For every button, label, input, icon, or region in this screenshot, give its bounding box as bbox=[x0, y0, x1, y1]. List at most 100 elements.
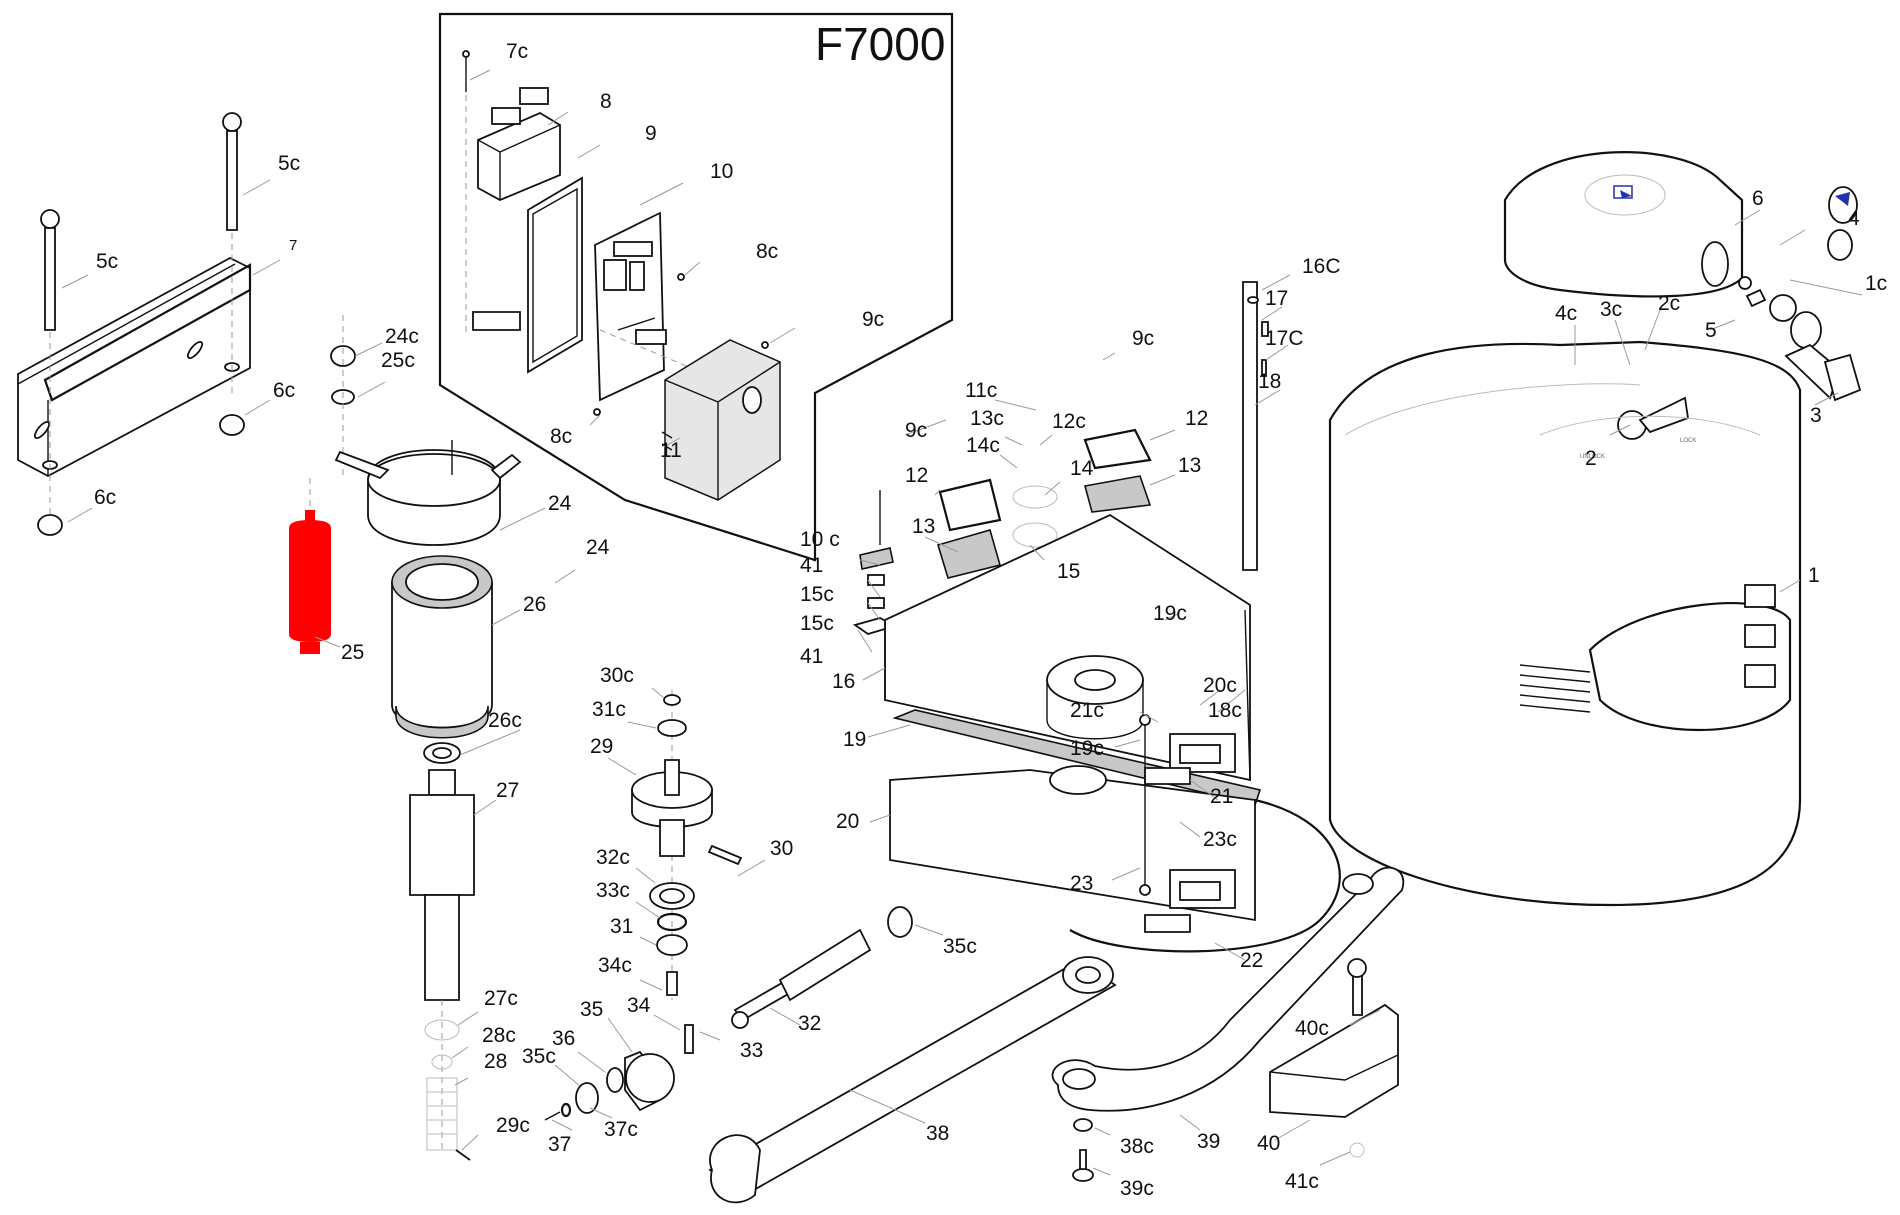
part-32-worm-shaft bbox=[731, 928, 872, 1029]
callout-35: 35 bbox=[580, 998, 603, 1021]
callout-19c: 19c bbox=[1070, 737, 1104, 760]
callout-41: 41 bbox=[800, 645, 823, 668]
callout-9c: 9c bbox=[862, 308, 884, 331]
callout-41c: 41c bbox=[1285, 1170, 1319, 1193]
part-5c-bolt-right bbox=[222, 112, 242, 395]
callout-9: 9 bbox=[645, 122, 657, 145]
callout-13: 13 bbox=[912, 515, 935, 538]
callout-21c: 21c bbox=[1070, 699, 1104, 722]
callout-39c: 39c bbox=[1120, 1177, 1154, 1200]
callout-3c: 3c bbox=[1600, 298, 1622, 321]
callout-11: 11 bbox=[660, 439, 682, 462]
callout-32: 32 bbox=[798, 1012, 821, 1035]
part-16-base-plate bbox=[884, 513, 1251, 782]
callout-26: 26 bbox=[523, 593, 546, 616]
part-24-motor-cap bbox=[334, 440, 522, 546]
callout-23c: 23c bbox=[1203, 828, 1237, 851]
part-9-mounting-plate bbox=[472, 176, 583, 374]
callout-17C: 17C bbox=[1265, 327, 1304, 350]
callout-11c: 11c bbox=[965, 379, 997, 402]
callout-31: 31 bbox=[610, 915, 633, 938]
part-6-cover bbox=[1503, 151, 1744, 298]
part-8-transformer bbox=[477, 87, 561, 201]
callout-28: 28 bbox=[484, 1050, 507, 1073]
callout-41: 41 bbox=[800, 554, 823, 577]
callout-26c: 26c bbox=[488, 709, 522, 732]
callout-25: 25 bbox=[341, 641, 364, 664]
part-10-circuit-board bbox=[594, 211, 721, 402]
callout-6c: 6c bbox=[94, 486, 116, 509]
callout-10c: 10 c bbox=[800, 528, 840, 551]
callout-4: 4 bbox=[1848, 207, 1860, 230]
callout-32c: 32c bbox=[596, 846, 630, 869]
callout-38c: 38c bbox=[1120, 1135, 1154, 1158]
callout-9c: 9c bbox=[1132, 327, 1154, 350]
callout-14c: 14c bbox=[966, 434, 1000, 457]
callout-35c: 35c bbox=[522, 1045, 556, 1068]
control-unit-panel: F7000 bbox=[438, 12, 954, 562]
part-4-key-tag bbox=[1827, 186, 1858, 261]
callout-5c: 5c bbox=[278, 152, 300, 175]
callout-34: 34 bbox=[627, 994, 651, 1017]
part-27c-28c-28-bearing-spacer-worm bbox=[424, 1019, 471, 1161]
callout-13c: 13c bbox=[970, 407, 1004, 430]
callout-35c: 35c bbox=[943, 935, 977, 958]
callout-2c: 2c bbox=[1658, 292, 1680, 315]
callout-6: 6 bbox=[1752, 187, 1764, 210]
callout-19c: 19c bbox=[1153, 602, 1187, 625]
part-40-block-and-40c-41c bbox=[1269, 958, 1399, 1158]
callout-8c: 8c bbox=[550, 425, 572, 448]
callout-27: 27 bbox=[496, 779, 519, 802]
callout-29: 29 bbox=[590, 735, 613, 758]
callout-40c: 40c bbox=[1295, 1017, 1329, 1040]
callout-30: 30 bbox=[770, 837, 793, 860]
callout-12c: 12c bbox=[1052, 410, 1086, 433]
callout-29c: 29c bbox=[496, 1114, 530, 1137]
callout-18: 18 bbox=[1258, 370, 1281, 393]
part-18-release-rod bbox=[1242, 281, 1269, 571]
callout-28c: 28c bbox=[482, 1024, 516, 1047]
part-6c-nut bbox=[37, 414, 245, 536]
callout-9c: 9c bbox=[905, 419, 927, 442]
callout-21: 21 bbox=[1210, 785, 1233, 808]
callout-27c: 27c bbox=[484, 987, 518, 1010]
lock-marking: LOCK bbox=[1680, 438, 1696, 444]
part-1-main-housing: UNLOCK LOCK bbox=[1328, 340, 1802, 907]
part-24c-25c-nut-washer bbox=[330, 315, 356, 480]
callout-4c: 4c bbox=[1555, 302, 1577, 325]
callout-5: 5 bbox=[1705, 319, 1717, 342]
callout-8c: 8c bbox=[756, 240, 778, 263]
callout-20c: 20c bbox=[1203, 674, 1237, 697]
unlock-marking: UNLOCK bbox=[1580, 454, 1605, 460]
part-26c-bearing bbox=[423, 742, 461, 764]
callout-34c: 34c bbox=[598, 954, 632, 977]
callout-37c: 37c bbox=[604, 1118, 638, 1141]
callout-38: 38 bbox=[926, 1122, 949, 1145]
callout-7: 7 bbox=[289, 237, 297, 254]
callout-18c: 18c bbox=[1208, 699, 1242, 722]
part-7-bracket bbox=[17, 256, 252, 478]
callout-15c: 15c bbox=[800, 583, 834, 606]
callout-40: 40 bbox=[1257, 1132, 1280, 1155]
part-39-curved-arm bbox=[1051, 866, 1405, 1112]
callout-23: 23 bbox=[1070, 872, 1093, 895]
part-26-stator bbox=[391, 555, 493, 739]
callout-19: 19 bbox=[843, 728, 866, 751]
callout-31c: 31c bbox=[592, 698, 626, 721]
model-title: F7000 bbox=[815, 18, 945, 70]
part-11-capacitor-box bbox=[661, 339, 781, 501]
callout-24: 24 bbox=[548, 492, 572, 515]
callout-10: 10 bbox=[710, 160, 733, 183]
callout-24: 24 bbox=[586, 536, 610, 559]
part-21-22-23-terminal-blocks-rod bbox=[1139, 714, 1236, 933]
callout-25c: 25c bbox=[381, 349, 415, 372]
callout-1: 1 bbox=[1808, 564, 1820, 587]
part-38c-39c-washer-bolt bbox=[1072, 1118, 1094, 1182]
callout-33c: 33c bbox=[596, 879, 630, 902]
callout-13: 13 bbox=[1178, 454, 1201, 477]
callout-22: 22 bbox=[1240, 949, 1263, 972]
callout-labels: 7c 8 9 10 8c 9c 8c 11 5c 5c 7 6c 6c 24c … bbox=[94, 40, 1887, 1200]
callout-8: 8 bbox=[600, 90, 612, 113]
callout-12: 12 bbox=[1185, 407, 1208, 430]
